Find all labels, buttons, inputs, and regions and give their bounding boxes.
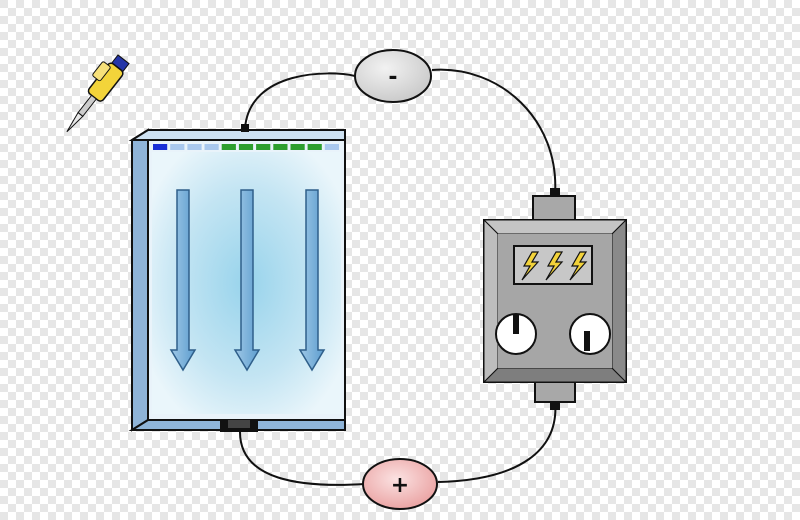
positive-electrode: + [362,458,438,510]
well-2 [170,144,185,150]
well-1 [153,144,168,150]
well-5 [221,144,236,150]
wire-bottom-right [437,399,557,483]
gel-box-top [128,129,346,141]
power-supply [482,188,628,410]
circuit-wires [239,68,557,486]
dial-knob-right[interactable] [569,313,611,355]
pipette-icon [66,54,130,133]
negative-electrode: - [354,49,432,103]
well-7 [256,144,271,150]
well-10 [307,144,322,150]
migration-arrow-2 [233,189,261,372]
sample-wells [153,144,339,150]
positive-sign: + [391,473,409,498]
migration-arrow-1 [169,189,197,372]
well-9 [290,144,305,150]
wire-bottom-left [239,431,366,486]
lightning-bolt-icon [569,251,588,281]
well-4 [204,144,219,150]
lightning-bolt-icon [521,251,540,281]
wire-top-left [244,72,356,129]
migration-arrows [169,189,326,372]
well-11 [324,144,339,150]
well-8 [273,144,288,150]
dial-knob-left[interactable] [495,313,537,355]
wire-top-right [431,68,557,196]
power-supply-top-terminal [532,195,576,221]
migration-arrow-3 [298,189,326,372]
well-6 [238,144,254,150]
gel-box [128,124,346,432]
gel-box-side [131,128,149,432]
negative-sign: - [388,65,397,90]
lightning-bolt-icon [545,251,564,281]
voltage-indicators [521,251,588,281]
well-3 [187,144,202,150]
gel-box-top-terminal [241,124,249,132]
